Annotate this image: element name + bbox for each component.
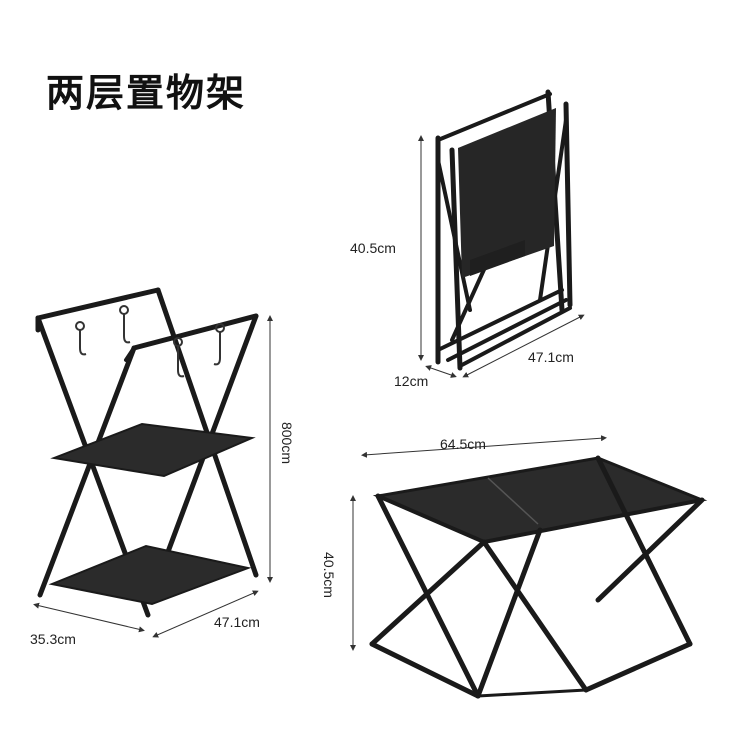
tall-height-label: 800cm [279, 421, 296, 465]
table-frame [369, 455, 705, 699]
folded-depth-label: 12cm [394, 373, 429, 389]
lower-shelf [48, 544, 252, 606]
folded-shelf-panel [458, 108, 556, 278]
tall-width-label: 47.1cm [214, 614, 260, 630]
hooks [75, 305, 225, 378]
table-height-label: 40.5cm [320, 552, 337, 598]
folded-width-label: 47.1cm [528, 349, 574, 365]
folded-height-label: 40.5cm [350, 240, 396, 256]
tall-depth-label: 35.3cm [30, 631, 76, 647]
upper-shelf [50, 422, 256, 478]
product-title: 两层置物架 [46, 71, 247, 115]
table-width-label: 64.5cm [440, 436, 486, 452]
